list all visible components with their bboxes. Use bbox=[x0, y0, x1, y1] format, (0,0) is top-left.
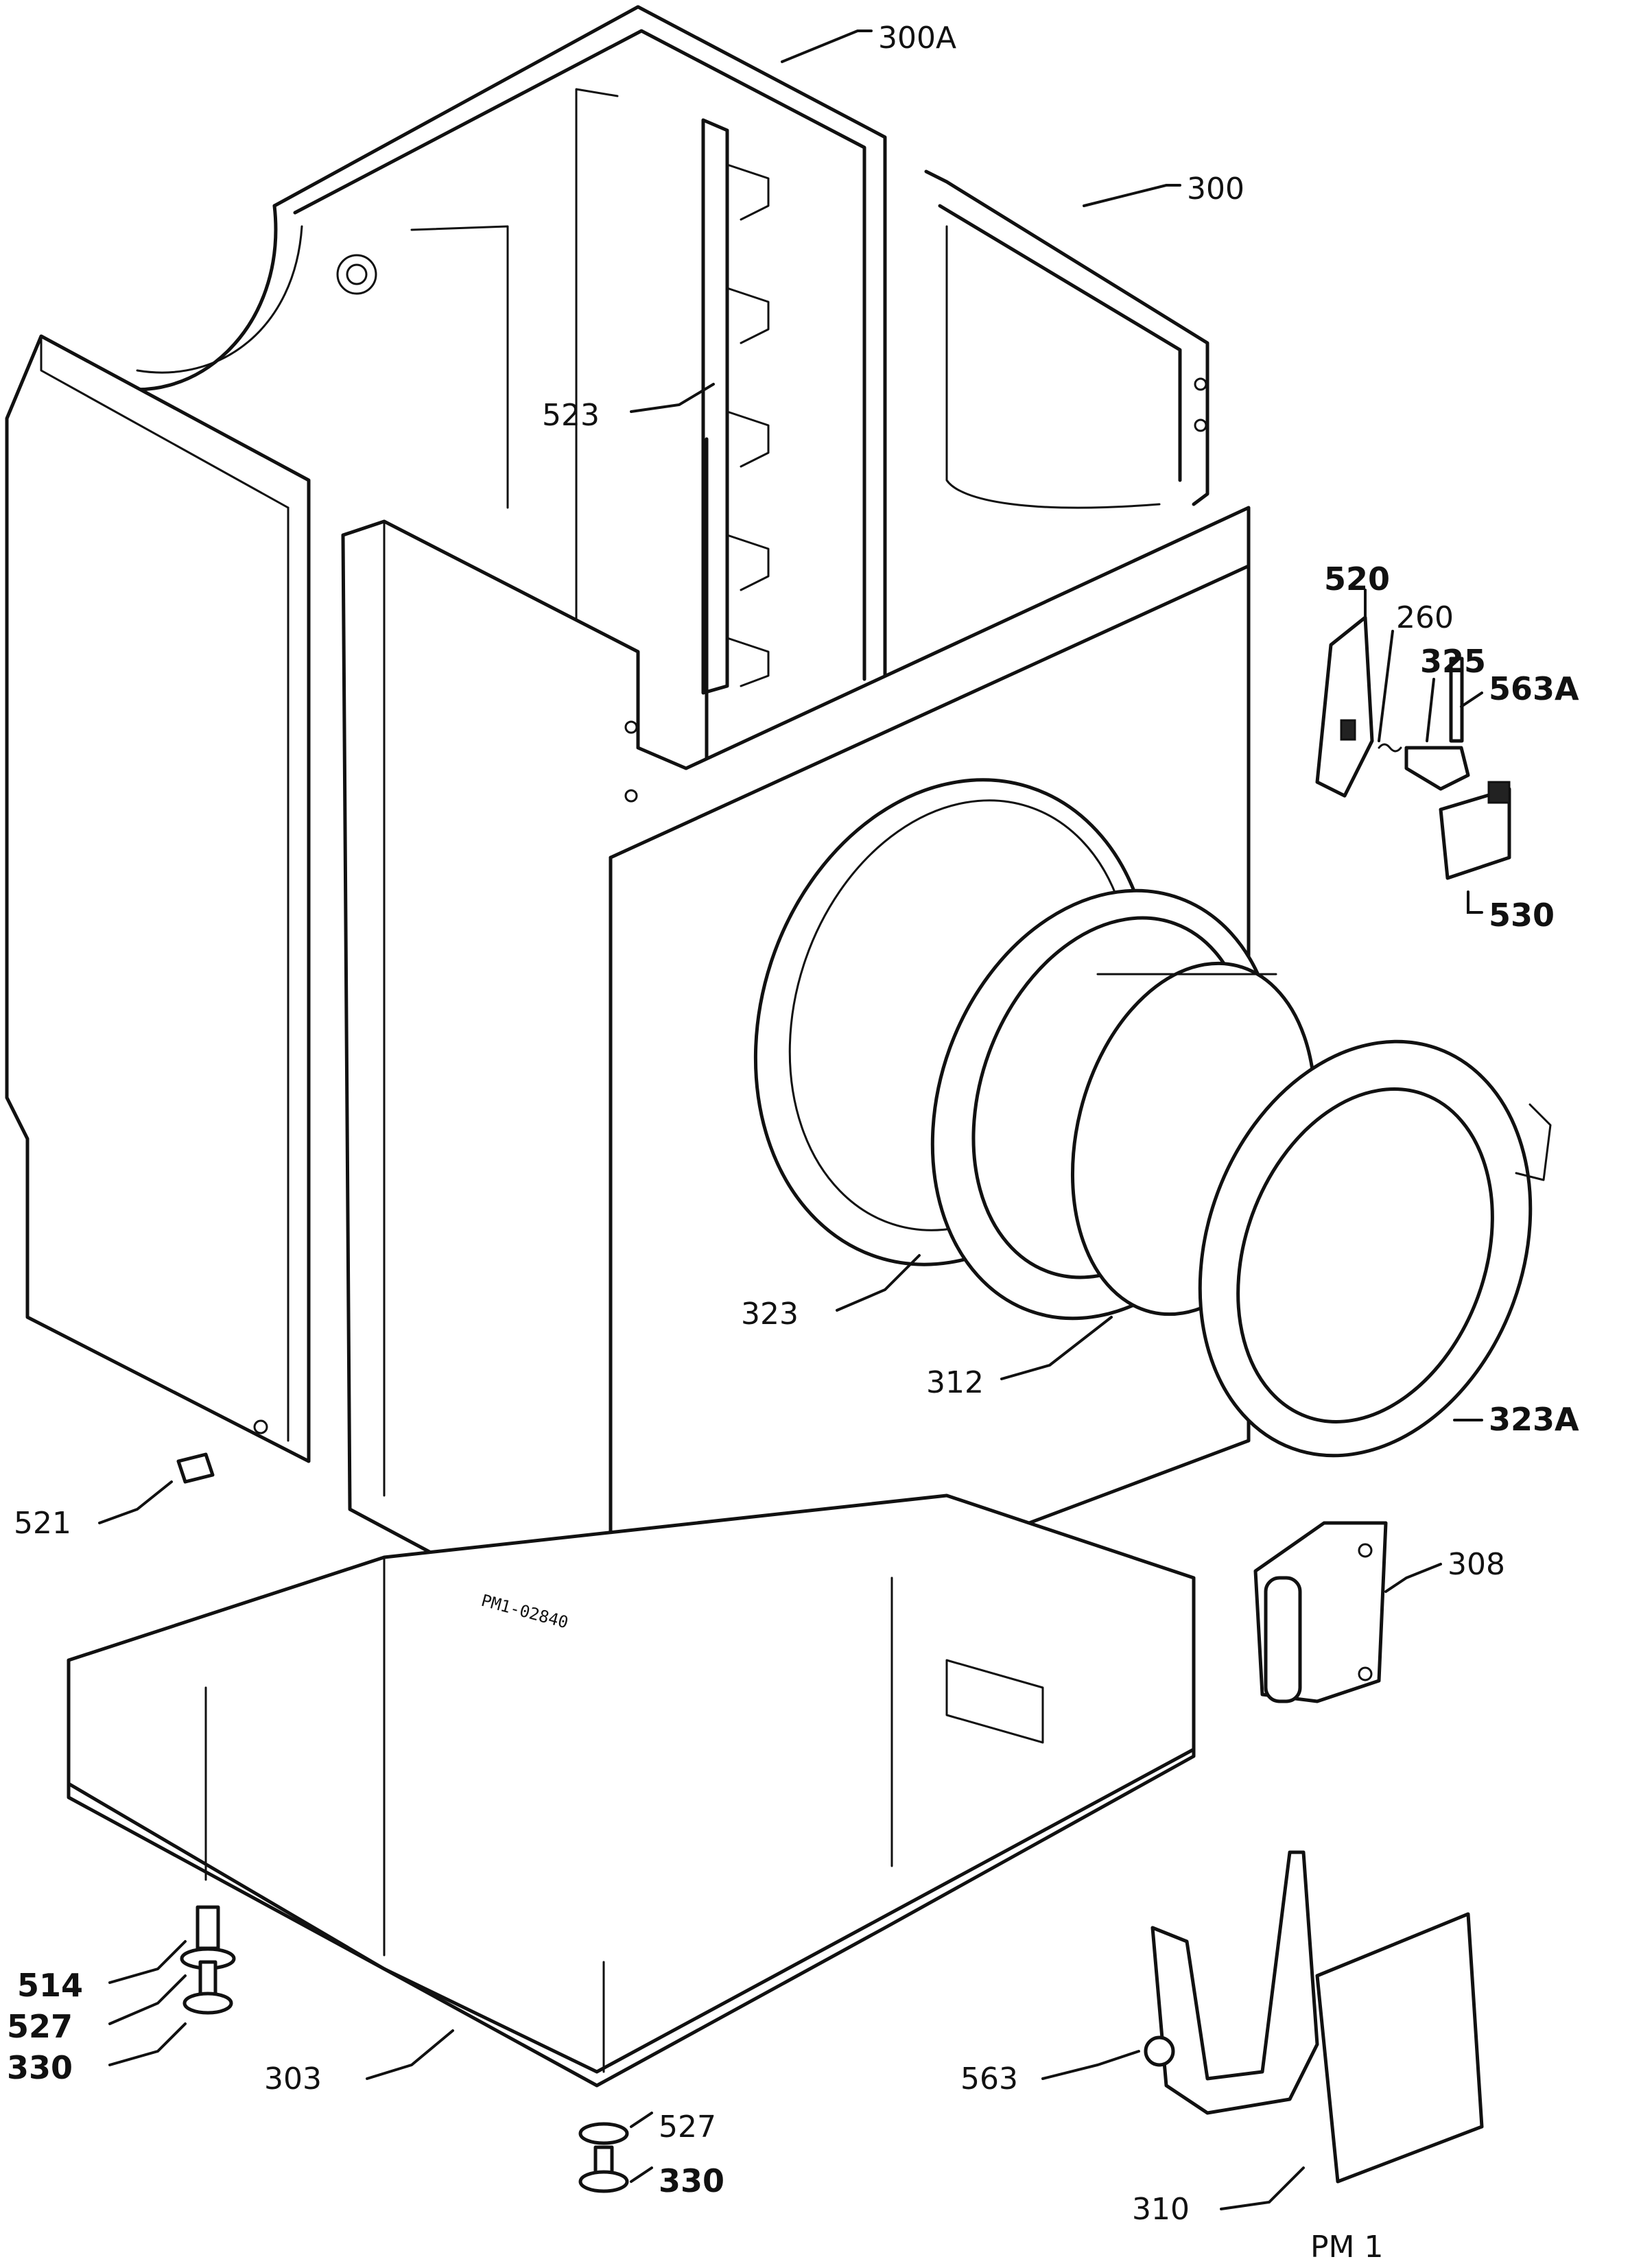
leader-lines bbox=[98, 29, 1483, 2210]
cabinet-frame-300a bbox=[39, 5, 887, 770]
callout-325: 325 bbox=[1420, 643, 1486, 680]
callout-312: 312 bbox=[926, 1365, 984, 1400]
callout-323: 323 bbox=[741, 1297, 799, 1332]
callout-308: 308 bbox=[1448, 1547, 1505, 1582]
callout-300a: 300A bbox=[878, 21, 956, 56]
callout-563: 563 bbox=[960, 2062, 1018, 2096]
callout-523: 523 bbox=[542, 398, 600, 433]
foot-assembly-left bbox=[180, 1905, 236, 2015]
callout-521: 521 bbox=[14, 1506, 71, 1541]
screw-521 bbox=[176, 1452, 215, 1484]
callout-330-bottom: 330 bbox=[659, 2162, 724, 2199]
door-latch-520 bbox=[1315, 615, 1374, 798]
side-frame-300 bbox=[924, 169, 1209, 509]
pin-563a bbox=[1449, 657, 1464, 743]
callout-563a: 563A bbox=[1489, 670, 1579, 707]
callout-labels: 300A 300 523 520 260 325 563A 530 323 31… bbox=[7, 21, 1579, 2227]
rear-bracket-523 bbox=[701, 118, 770, 695]
callout-527-left: 527 bbox=[7, 2008, 73, 2045]
bracket-563 bbox=[1144, 1850, 1319, 2115]
kick-panel-310 bbox=[1315, 1912, 1484, 2184]
door-hinge-308 bbox=[1253, 1521, 1388, 1703]
callout-530: 530 bbox=[1489, 897, 1555, 934]
callout-310: 310 bbox=[1132, 2192, 1190, 2227]
sheet-label: PM 1 bbox=[1310, 2230, 1383, 2265]
callout-260: 260 bbox=[1396, 600, 1454, 635]
callout-300: 300 bbox=[1187, 172, 1244, 206]
callout-527-bottom: 527 bbox=[659, 2110, 716, 2145]
door-frame-323a bbox=[1198, 1039, 1552, 1458]
callout-303: 303 bbox=[264, 2062, 322, 2096]
latch-spring-260 bbox=[1378, 743, 1402, 753]
callout-520: 520 bbox=[1324, 560, 1390, 598]
callout-330-left: 330 bbox=[7, 2049, 73, 2086]
latch-lever-325 bbox=[1404, 746, 1470, 791]
foot-assembly-bottom bbox=[578, 2122, 629, 2193]
callout-323a: 323A bbox=[1489, 1401, 1579, 1438]
latch-cover-530 bbox=[1439, 781, 1511, 880]
callout-514: 514 bbox=[17, 1967, 83, 2004]
left-side-panel bbox=[5, 334, 311, 1463]
base-plinth-303 bbox=[67, 1493, 1196, 2088]
